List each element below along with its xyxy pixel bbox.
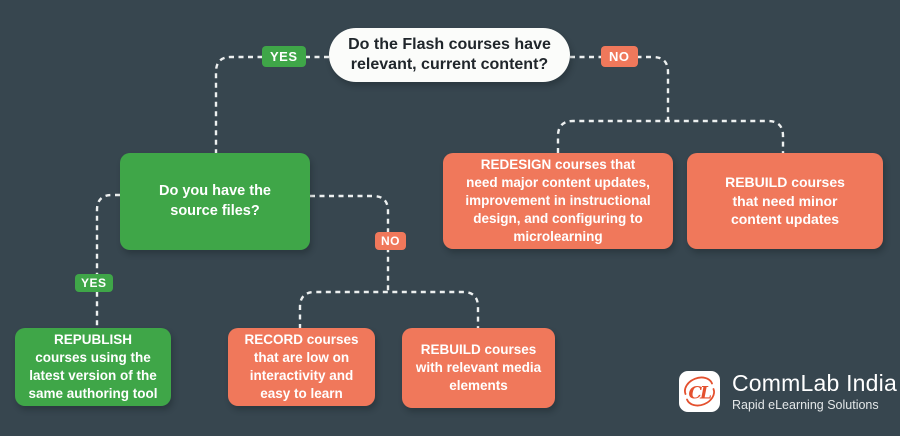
commlab-text-block: CommLab India Rapid eLearning Solutions [732,370,897,413]
republish-text: REPUBLISH courses using the latest versi… [28,332,158,401]
redesign-text: REDESIGN courses that need major content… [465,157,651,244]
branch-label-yes-top: YES [262,46,306,67]
record-node: RECORD courses that are low on interacti… [228,328,375,406]
commlab-monogram-text: CL [689,384,712,404]
branch-label-no-top: NO [601,46,638,67]
commlab-tagline: Rapid eLearning Solutions [732,398,879,413]
rebuild-minor-node: REBUILD courses that need minor content … [687,153,883,249]
commlab-logo: CL CommLab India Rapid eLearning Solutio… [679,370,897,413]
commlab-monogram-icon: CL [679,371,720,413]
connector-yes-top [214,55,329,153]
republish-node: REPUBLISH courses using the latest versi… [15,328,171,406]
commlab-name: CommLab India [732,370,897,396]
connector-no-mid-split [298,290,480,329]
redesign-node: REDESIGN courses that need major content… [443,153,673,249]
root-question-node: Do the Flash courses have relevant, curr… [329,28,570,82]
branch-label-no-mid: NO [375,232,406,250]
connector-yes-mid [95,193,120,328]
connector-no-top-split [556,119,785,153]
source-files-question-node: Do you have the source files? [120,153,310,250]
source-files-question-text: Do you have the source files? [159,183,271,219]
root-question-text: Do the Flash courses have relevant, curr… [348,36,551,73]
branch-label-yes-mid: YES [75,274,113,292]
record-text: RECORD courses that are low on interacti… [244,332,359,401]
rebuild-media-text: REBUILD courses with relevant media elem… [415,342,542,393]
rebuild-media-node: REBUILD courses with relevant media elem… [402,328,555,408]
rebuild-minor-text: REBUILD courses that need minor content … [725,174,845,228]
